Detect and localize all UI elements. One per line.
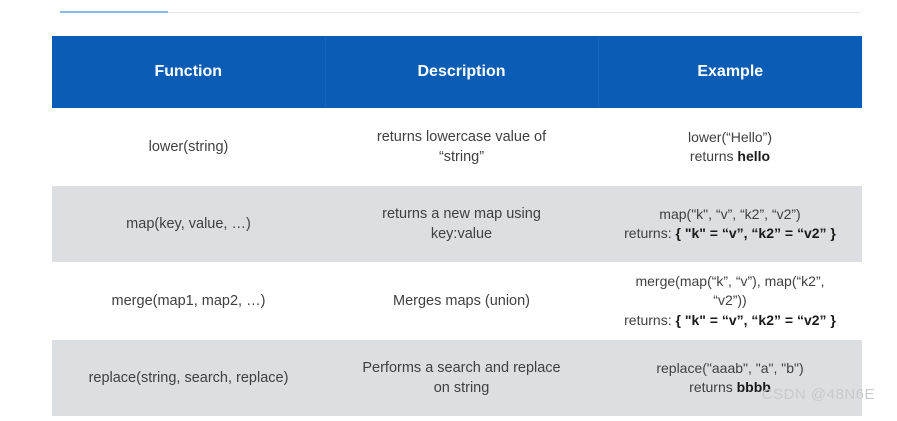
example-line: merge(map(“k”, “v”), map(“k2”,: [635, 273, 825, 290]
column-header-example: Example: [598, 36, 862, 108]
cell-description: returns a new map using key:value: [325, 186, 598, 262]
description-line: Performs a search and replace: [362, 360, 561, 376]
cell-description: Performs a search and replace on string: [325, 340, 598, 416]
example-result-value: hello: [737, 148, 771, 164]
column-header-function: Function: [52, 36, 326, 108]
description-line: returns a new map using: [382, 206, 541, 222]
cell-example: map("k", “v”, “k2”, “v2”) returns: { "k" …: [598, 186, 862, 262]
example-line: “v2”)): [713, 292, 747, 309]
table-header-row: Function Description Example: [52, 36, 862, 108]
table-row: lower(string) returns lowercase value of “…: [52, 108, 862, 186]
cell-example: replace("aaab", "a", "b") returns bbbb: [598, 340, 862, 416]
description-line: returns lowercase value of: [376, 129, 547, 145]
cell-example: lower(“Hello”) returns hello: [598, 108, 862, 186]
function-reference-table: Function Description Example lower(strin…: [52, 36, 862, 416]
table-header: Function Description Example: [52, 36, 862, 108]
description-line: Merges maps (union): [393, 293, 530, 309]
cell-description: Merges maps (union): [325, 262, 598, 340]
cell-function: lower(string): [52, 108, 325, 186]
description-line: on string: [433, 380, 490, 396]
example-result-value: bbbb: [736, 379, 771, 395]
cell-description: returns lowercase value of “string”: [325, 108, 598, 186]
cell-function: replace(string, search, replace): [52, 340, 325, 416]
cell-function: merge(map1, map2, …): [52, 262, 325, 340]
example-line: map("k", “v”, “k2”, “v2”): [659, 205, 801, 222]
example-line: returns hello: [689, 148, 771, 164]
function-reference-table-container: Function Description Example lower(strin…: [52, 36, 862, 416]
example-line: lower(“Hello”): [687, 128, 772, 145]
column-header-description: Description: [325, 36, 599, 108]
example-result-value: { "k" = “v”, “k2” = “v2” }: [675, 225, 836, 241]
cell-example: merge(map(“k”, “v”), map(“k2”, “v2”)) retu…: [598, 262, 862, 340]
example-line: returns: { "k" = “v”, “k2” = “v2” }: [624, 225, 836, 241]
top-rule-active-segment: [60, 11, 168, 13]
example-result-value: { "k" = “v”, “k2” = “v2” }: [675, 311, 836, 328]
table-row: map(key, value, …)returns a new map usin…: [52, 186, 862, 262]
example-line: returns: { "k" = “v”, “k2” = “v2” }: [624, 311, 836, 328]
top-progress-rule: [60, 11, 860, 13]
example-line: replace("aaab", "a", "b"): [656, 359, 804, 376]
cell-function: map(key, value, …): [52, 186, 325, 262]
description-line: “string”: [438, 149, 485, 165]
csdn-watermark: CSDN @48N6E: [761, 386, 875, 403]
description-line: key:value: [430, 226, 493, 242]
table-row: replace(string, search, replace)Performs…: [52, 340, 862, 416]
top-rule-remainder-segment: [168, 12, 860, 13]
table-body: lower(string) returns lowercase value of “…: [52, 108, 862, 416]
example-line: returns bbbb: [689, 379, 771, 395]
table-row: merge(map1, map2, …) Merges maps (union) m…: [52, 262, 862, 340]
